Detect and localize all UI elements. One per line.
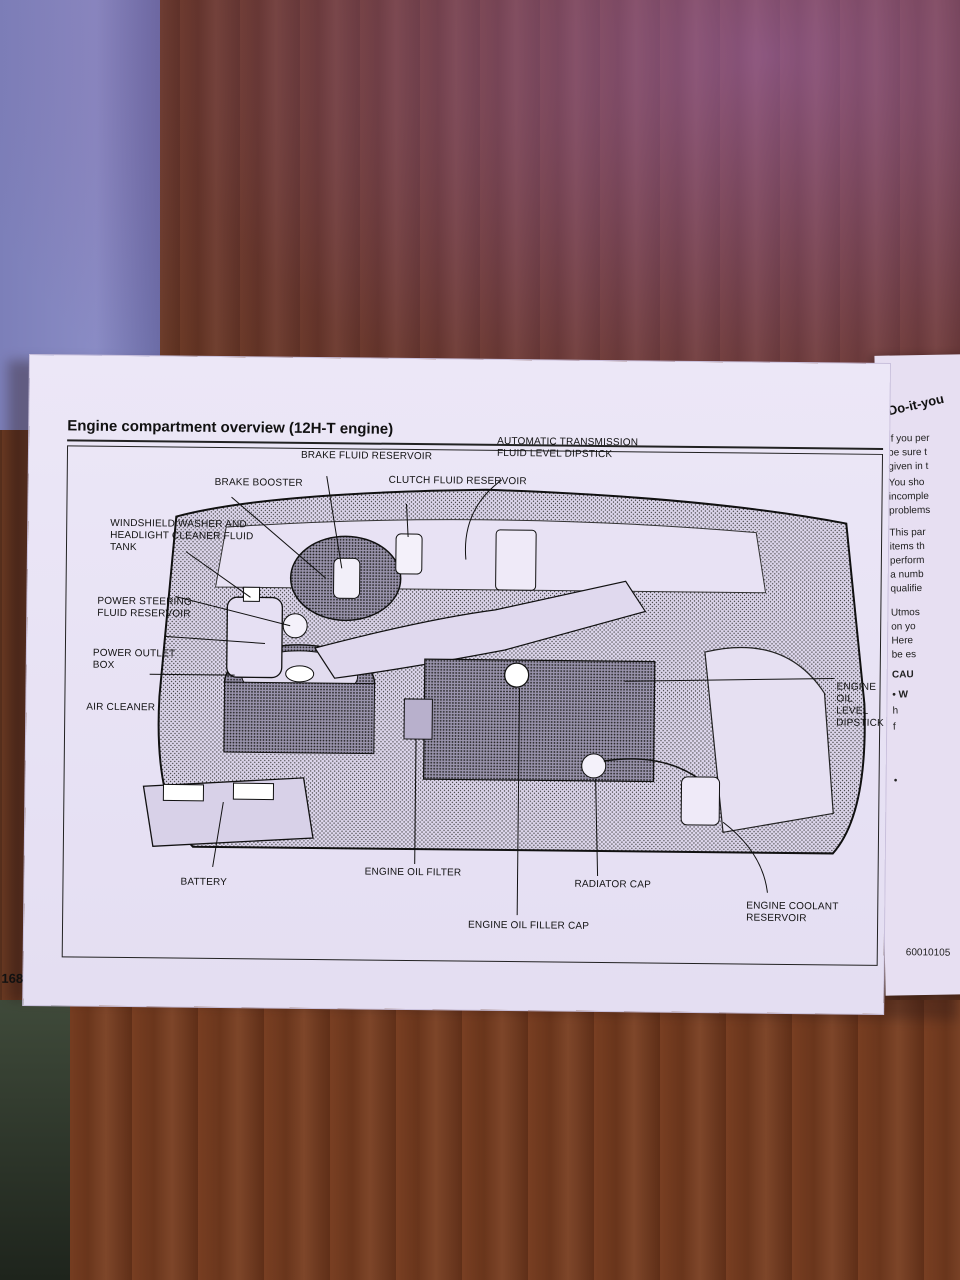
label-engine-oil-dipstick: ENGINE OIL LEVEL DIPSTICK: [836, 681, 884, 729]
leader-air-cleaner: [149, 673, 235, 676]
manual-page: Engine compartment overview (12H-T engin…: [1, 355, 950, 1014]
right-page-line: h: [892, 705, 899, 717]
right-page-line: Here: [891, 635, 914, 647]
label-automatic-transmission-dipstick: AUTOMATIC TRANSMISSION FLUID LEVEL DIPST…: [496, 435, 639, 461]
right-page-line: Utmos: [890, 607, 920, 619]
leader-lines: [149, 476, 835, 916]
right-page-line: This par: [889, 526, 926, 539]
leader-power-steering: [175, 596, 291, 627]
figure-code: 60010105: [905, 947, 951, 959]
power-steering-unit: [282, 613, 308, 639]
label-engine-coolant-reservoir: ENGINE COOLANT RESERVOIR: [746, 900, 839, 925]
right-page-line: problems: [889, 504, 931, 517]
leader-oil-filter: [414, 739, 417, 865]
label-brake-fluid-reservoir: BRAKE FLUID RESERVOIR: [300, 449, 433, 463]
right-page-line: If you per: [887, 432, 930, 445]
right-page-line: perform: [889, 554, 925, 567]
label-engine-oil-filler-cap: ENGINE OIL FILLER CAP: [467, 919, 590, 932]
right-page-line: You sho: [888, 476, 925, 489]
leader-oil-filler: [516, 688, 521, 916]
right-page-line: incomple: [888, 490, 930, 503]
wooden-table-lower: [0, 1000, 960, 1280]
right-page-line: a numb: [890, 569, 924, 581]
intake-pipe: [313, 580, 647, 679]
leader-power-outlet: [165, 635, 266, 644]
right-page-line: qualifie: [890, 583, 923, 595]
right-page-line: be es: [891, 649, 917, 661]
radiator-unit: [581, 753, 721, 826]
engine-block: [403, 529, 656, 783]
engine-diagram: [142, 476, 866, 916]
label-power-outlet-box: POWER OUTLET BOX: [92, 647, 176, 671]
label-clutch-fluid-reservoir: CLUTCH FLUID RESERVOIR: [388, 474, 527, 488]
right-page-line: be sure t: [888, 446, 928, 459]
right-page-line: f: [892, 721, 896, 733]
right-page-line: on yo: [891, 621, 916, 633]
page-title: Engine compartment overview (12H-T engin…: [67, 417, 394, 438]
battery-unit: [142, 777, 314, 847]
clutch-reservoir-unit: [395, 533, 423, 575]
right-page-line: given in t: [888, 460, 929, 473]
label-radiator-cap: RADIATOR CAP: [574, 878, 652, 891]
floor-corner: [0, 1000, 70, 1280]
leader-battery: [212, 801, 224, 868]
brake-booster-unit: [289, 535, 402, 622]
leader-coolant: [722, 821, 768, 893]
right-page-line: • W: [892, 689, 909, 701]
washer-tank-unit: [226, 586, 284, 679]
leader-radiator: [595, 778, 599, 876]
right-page-title: Do-it-you: [886, 390, 946, 419]
right-page-line: •: [893, 775, 898, 787]
leader-brake-fluid: [326, 476, 343, 569]
label-washer-tank: WINDSHIELD WASHER AND HEADLIGHT CLEANER …: [109, 517, 254, 554]
air-cleaner-unit: [223, 644, 376, 755]
label-engine-oil-filter: ENGINE OIL FILTER: [364, 866, 462, 879]
label-air-cleaner: AIR CLEANER: [86, 701, 156, 714]
page-number: 168: [1, 970, 24, 986]
right-page-line: items th: [889, 540, 925, 553]
leader-clutch: [405, 503, 409, 537]
leader-brake-booster: [231, 496, 327, 579]
label-power-steering-reservoir: POWER STEERING FLUID RESERVOIR: [97, 595, 192, 620]
label-brake-booster: BRAKE BOOSTER: [214, 476, 303, 489]
right-page-line: CAU: [891, 669, 914, 681]
wheel-arch: [704, 646, 834, 833]
label-battery: BATTERY: [180, 876, 228, 889]
leader-washer: [185, 551, 251, 598]
leader-transmission: [464, 479, 503, 560]
leader-oil-dipstick: [624, 677, 835, 682]
